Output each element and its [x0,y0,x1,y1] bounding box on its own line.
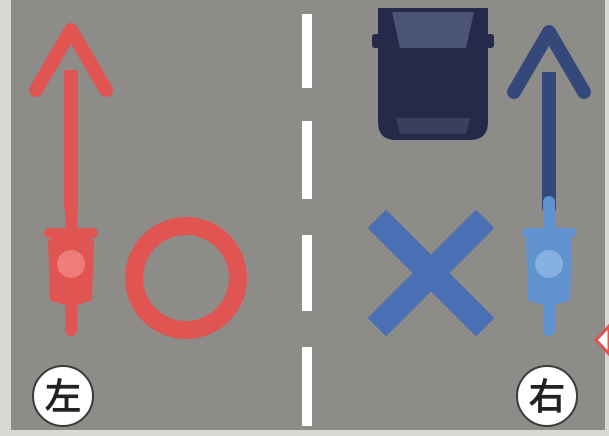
lane-dash [302,121,312,199]
car-rear-window [396,118,470,134]
car-mirror-right [484,34,494,48]
lane-dash [302,235,312,311]
rider-helmet [57,250,85,278]
lane-dash [302,347,312,426]
car-windshield [392,12,474,48]
right-label-badge: 右 [517,366,577,426]
right-label: 右 [529,377,565,418]
car-icon [372,8,494,140]
arrow-shaft [64,70,78,210]
lane-dash [302,14,312,88]
car-mirror-left [372,34,382,48]
rider-helmet [535,250,563,278]
left-label-badge: 左 [33,366,93,426]
arrow-shaft [542,72,556,210]
left-label: 左 [45,377,81,418]
